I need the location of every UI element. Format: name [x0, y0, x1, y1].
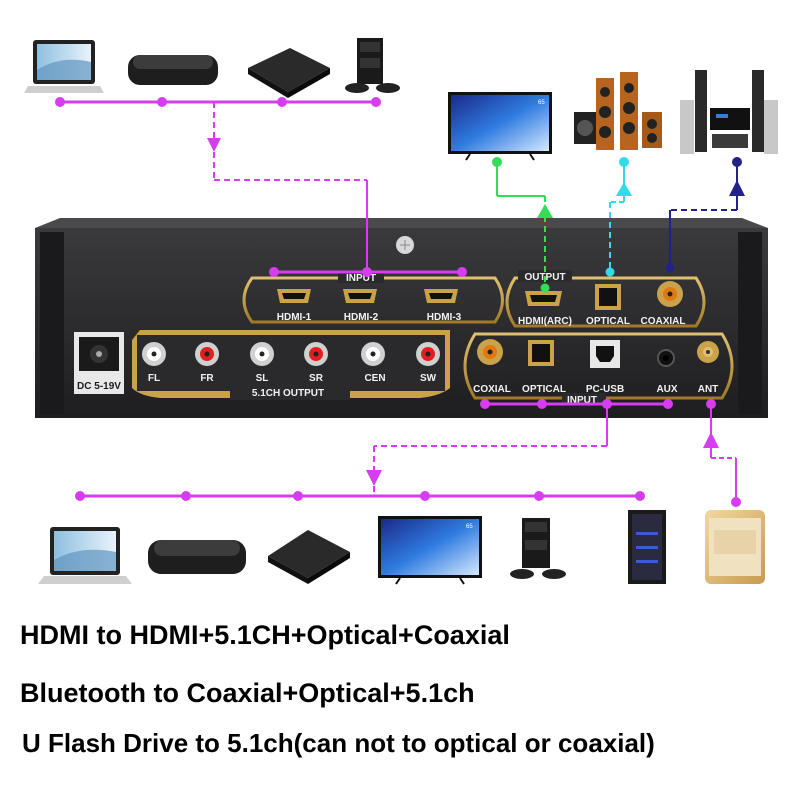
optical-input-label: OPTICAL	[522, 384, 566, 395]
pc-usb-label: PC-USB	[586, 384, 624, 395]
optical-input-port[interactable]: OPTICAL	[522, 340, 566, 395]
tv-box-icon	[128, 55, 218, 85]
antenna-port[interactable]: ANT	[697, 341, 719, 395]
sr-label: SR	[309, 373, 324, 384]
power-label: DC 5-19V	[77, 381, 121, 392]
tv-box-icon	[248, 48, 330, 98]
game-console-icon	[345, 38, 400, 93]
laptop-icon	[38, 527, 132, 584]
aux-label: AUX	[656, 384, 677, 395]
fr-label: FR	[200, 373, 214, 384]
tv-size-badge: 65	[538, 100, 545, 106]
output-group: OUTPUT HDMI(ARC) OPTICAL COAXIAL	[505, 270, 706, 328]
tv-icon: 65	[448, 92, 552, 161]
optical-output-port[interactable]: OPTICAL	[586, 284, 630, 327]
optical-output-label: OPTICAL	[586, 316, 630, 327]
coxial-input-label: COXIAL	[473, 384, 511, 395]
channel-output-group: 5.1CH OUTPUT FL FR SL SR CEN SW	[132, 330, 450, 400]
usb-b-port[interactable]: PC-USB	[586, 340, 624, 395]
hdmi-input-group: INPUT HDMI-1 HDMI-2 HDMI-3	[242, 271, 504, 324]
rca-cen-port[interactable]: CEN	[361, 342, 386, 384]
tv-box-icon	[148, 540, 246, 574]
caption-usb-mode: U Flash Drive to 5.1ch(can not to optica…	[22, 728, 655, 758]
smartphone-icon	[705, 510, 765, 584]
home-theater-icon	[680, 70, 778, 154]
hdmi-3-label: HDMI-3	[427, 312, 462, 323]
tv-box-icon	[268, 530, 350, 584]
fl-label: FL	[148, 373, 160, 384]
lower-input-group-label: INPUT	[567, 395, 597, 406]
bottom-source-connection	[75, 399, 673, 501]
rca-sr-port[interactable]: SR	[304, 342, 328, 384]
hdmi-port-1[interactable]: HDMI-1	[277, 289, 312, 323]
caption-bluetooth-mode: Bluetooth to Coaxial+Optical+5.1ch	[20, 678, 475, 708]
cen-label: CEN	[364, 373, 385, 384]
rca-sl-port[interactable]: SL	[250, 342, 274, 384]
input-group-label: INPUT	[346, 273, 376, 284]
channel-group-label: 5.1CH OUTPUT	[252, 388, 324, 399]
coaxial-theater-connection	[665, 157, 745, 273]
rca-fl-port[interactable]: FL	[142, 342, 166, 384]
hdmi-arc-label: HDMI(ARC)	[518, 316, 572, 327]
speaker-set-icon	[574, 72, 662, 150]
game-console-icon	[510, 518, 566, 579]
ant-label: ANT	[698, 384, 719, 395]
sl-label: SL	[256, 373, 269, 384]
rca-fr-port[interactable]: FR	[195, 342, 219, 384]
coaxial-input-port[interactable]: COXIAL	[473, 339, 511, 395]
hdmi-2-label: HDMI-2	[344, 312, 379, 323]
laptop-icon	[24, 40, 104, 93]
coaxial-output-port[interactable]: COAXIAL	[641, 281, 686, 327]
coaxial-output-label: COAXIAL	[641, 316, 686, 327]
dc-power-port[interactable]: DC 5-19V	[74, 332, 124, 394]
optical-speaker-connection	[605, 157, 632, 277]
hdmi-1-label: HDMI-1	[277, 312, 312, 323]
caption-hdmi-mode: HDMI to HDMI+5.1CH+Optical+Coaxial	[20, 620, 510, 650]
tv-size-badge: 65	[466, 524, 473, 530]
hdmi-tv-connection	[492, 157, 553, 293]
rca-sw-port[interactable]: SW	[416, 342, 440, 384]
sw-label: SW	[420, 373, 437, 384]
aux-port[interactable]: AUX	[656, 349, 678, 395]
hdmi-arc-port[interactable]: HDMI(ARC)	[518, 291, 572, 327]
hdmi-port-2[interactable]: HDMI-2	[343, 289, 379, 323]
bluetooth-phone-connection	[703, 399, 741, 507]
top-source-connection	[55, 97, 467, 277]
tv-icon: 65	[378, 516, 482, 585]
pc-tower-icon	[628, 510, 666, 584]
lower-input-group: INPUT COXIAL OPTICAL PC-USB AUX ANT	[463, 332, 734, 406]
hdmi-port-3[interactable]: HDMI-3	[424, 289, 462, 323]
